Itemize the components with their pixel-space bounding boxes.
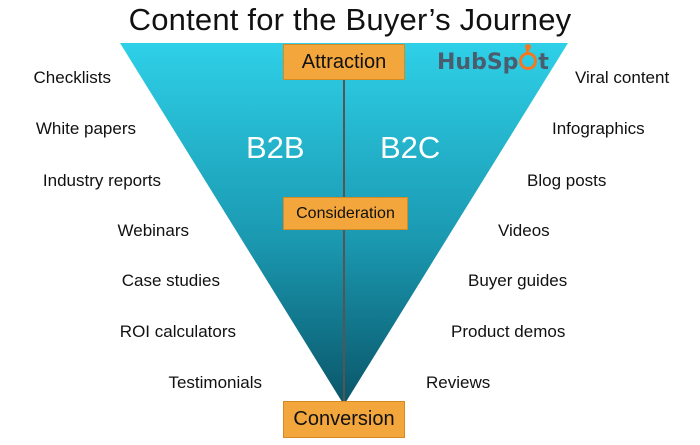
sprocket-icon bbox=[519, 44, 538, 70]
b2b-item: ROI calculators bbox=[119, 322, 236, 341]
b2c-label: B2C bbox=[380, 130, 441, 165]
b2b-item: White papers bbox=[35, 119, 136, 138]
b2b-item: Webinars bbox=[117, 221, 190, 240]
b2b-item: Industry reports bbox=[42, 171, 161, 190]
b2c-item: Product demos bbox=[451, 322, 566, 341]
b2b-item: Testimonials bbox=[168, 373, 262, 392]
b2c-item: Viral content bbox=[575, 68, 670, 87]
b2b-item: Checklists bbox=[33, 68, 111, 87]
b2c-item: Buyer guides bbox=[468, 271, 568, 290]
hubspot-logo-text-end: t bbox=[538, 50, 549, 75]
b2b-item: Case studies bbox=[121, 271, 220, 290]
b2b-label: B2B bbox=[246, 130, 305, 165]
b2c-item: Reviews bbox=[426, 373, 491, 392]
stage-attraction: Attraction bbox=[283, 44, 405, 80]
hubspot-logo-text-start: HubSp bbox=[437, 50, 519, 75]
b2c-item: Videos bbox=[498, 221, 550, 240]
diagram-title: Content for the Buyer’s Journey bbox=[128, 2, 572, 37]
stage-conversion: Conversion bbox=[283, 401, 405, 438]
stage-consideration: Consideration bbox=[283, 197, 408, 230]
b2c-item: Blog posts bbox=[527, 171, 607, 190]
b2c-item: Infographics bbox=[552, 119, 645, 138]
